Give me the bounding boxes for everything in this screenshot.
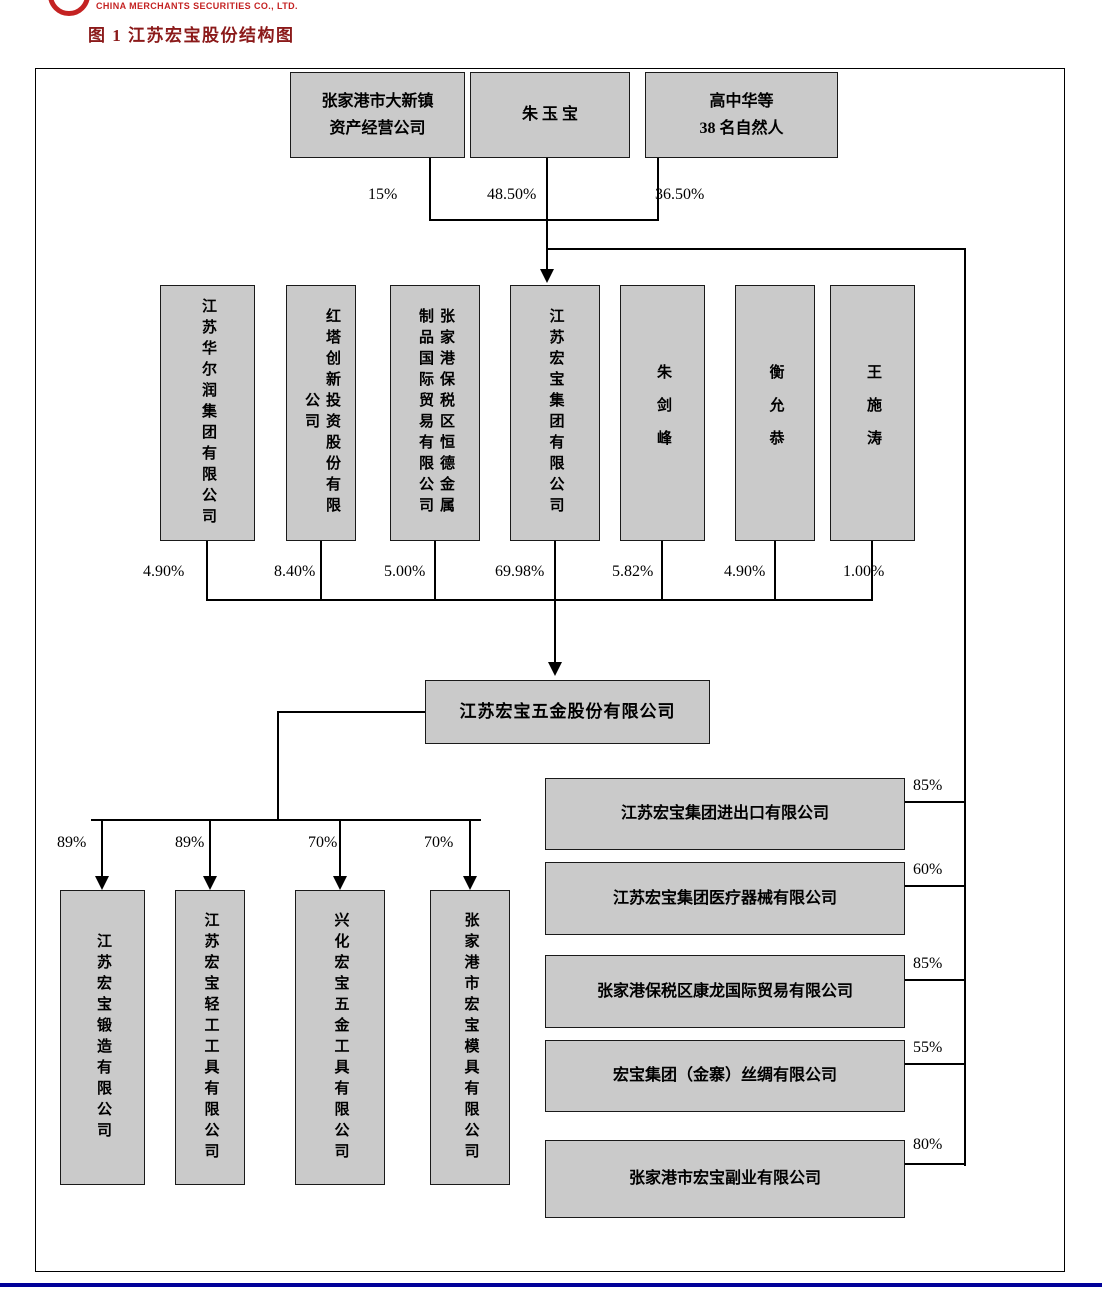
group-subsidiary-label-4: 宏宝集团（金寨）丝绸有限公司 <box>612 1067 837 1085</box>
stake-label-sub-1: 89% <box>57 834 87 851</box>
stake-label-mid-3: 5.00% <box>384 563 426 580</box>
mid-shareholder-box-2: 红塔创新投资股份有限 公司 <box>286 285 356 541</box>
stake-label-mid-2: 8.40% <box>274 563 316 580</box>
group-subsidiary-box-3: 张家港保税区康龙国际贸易有限公司 <box>545 955 905 1028</box>
group-subsidiary-label-3: 张家港保税区康龙国际贸易有限公司 <box>596 982 853 1000</box>
connector-line <box>546 248 966 250</box>
stake-label-group-2: 60% <box>913 861 943 878</box>
connector-line <box>964 248 966 1166</box>
stake-label-sub-4: 70% <box>424 834 454 851</box>
mid-shareholder-box-7: 王施涛 <box>830 285 915 541</box>
subsidiary-label-4: 张家港市宏宝模具有限公司 <box>462 911 479 1164</box>
mid-shareholder-box-5: 朱剑峰 <box>620 285 705 541</box>
stake-label-mid-1: 4.90% <box>143 563 185 580</box>
top-shareholder-box-2: 朱 玉 宝 <box>470 72 630 158</box>
connector-line <box>905 1163 965 1165</box>
subsidiary-box-1: 江苏宏宝锻造有限公司 <box>60 890 145 1185</box>
connector-line <box>101 819 103 877</box>
stake-label-mid-4: 69.98% <box>495 563 545 580</box>
arrow-down-icon <box>463 876 477 890</box>
mid-shareholder-label-1: 江苏华尔润集团有限公司 <box>200 297 216 529</box>
mid-shareholder-label-7: 王施涛 <box>865 363 881 463</box>
figure-title: 图 1 江苏宏宝股份结构图 <box>88 26 295 45</box>
group-subsidiary-label-5: 张家港市宏宝副业有限公司 <box>628 1170 821 1188</box>
connector-line <box>277 711 279 821</box>
arrow-down-icon <box>540 269 554 283</box>
top-shareholder-box-3: 高中华等 38 名自然人 <box>645 72 838 158</box>
mid-shareholder-label-2: 红塔创新投资股份有限 公司 <box>303 308 340 518</box>
main-company-box: 江苏宏宝五金股份有限公司 <box>425 680 710 744</box>
connector-line <box>209 819 211 877</box>
connector-line <box>905 1063 965 1065</box>
group-subsidiary-box-5: 张家港市宏宝副业有限公司 <box>545 1140 905 1218</box>
mid-shareholder-box-1: 江苏华尔润集团有限公司 <box>160 285 255 541</box>
stake-label-group-4: 55% <box>913 1039 943 1056</box>
connector-line <box>320 541 322 601</box>
group-subsidiary-box-2: 江苏宏宝集团医疗器械有限公司 <box>545 862 905 935</box>
connector-line <box>206 541 208 601</box>
stake-label-sub-3: 70% <box>308 834 338 851</box>
top-shareholder-box-1: 张家港市大新镇 资产经营公司 <box>290 72 465 158</box>
connector-line <box>657 158 659 220</box>
subsidiary-box-4: 张家港市宏宝模具有限公司 <box>430 890 510 1185</box>
mid-shareholder-box-4: 江苏宏宝集团有限公司 <box>510 285 600 541</box>
top-shareholder-label-2: 朱 玉 宝 <box>521 106 578 124</box>
connector-line <box>871 541 873 601</box>
connector-line <box>774 541 776 601</box>
footer-rule <box>0 1283 1102 1287</box>
connector-line <box>905 801 965 803</box>
mid-shareholder-label-3: 张家港保税区恒德金属 制品国际贸易有限公司 <box>417 308 454 518</box>
connector-line <box>905 979 965 981</box>
subsidiary-label-1: 江苏宏宝锻造有限公司 <box>95 932 111 1143</box>
connector-line <box>554 599 556 663</box>
top-shareholder-label-1: 张家港市大新镇 资产经营公司 <box>321 92 434 137</box>
group-subsidiary-box-1: 江苏宏宝集团进出口有限公司 <box>545 778 905 850</box>
arrow-down-icon <box>548 662 562 676</box>
connector-line <box>206 599 873 601</box>
mid-shareholder-box-6: 衡允恭 <box>735 285 815 541</box>
stake-label-mid-5: 5.82% <box>612 563 654 580</box>
stake-label-group-5: 80% <box>913 1136 943 1153</box>
connector-line <box>554 541 556 601</box>
mid-shareholder-label-4: 江苏宏宝集团有限公司 <box>547 308 564 518</box>
arrow-down-icon <box>95 876 109 890</box>
subsidiary-box-2: 江苏宏宝轻工工具有限公司 <box>175 890 245 1185</box>
subsidiary-box-3: 兴化宏宝五金工具有限公司 <box>295 890 385 1185</box>
arrow-down-icon <box>333 876 347 890</box>
brand-logo-icon <box>48 0 90 16</box>
connector-line <box>429 219 659 221</box>
group-subsidiary-label-1: 江苏宏宝集团进出口有限公司 <box>620 805 829 823</box>
connector-line <box>661 541 663 601</box>
mid-shareholder-label-5: 朱剑峰 <box>655 363 671 463</box>
stake-label-top-1: 15% <box>368 186 398 203</box>
group-subsidiary-box-4: 宏宝集团（金寨）丝绸有限公司 <box>545 1040 905 1112</box>
connector-line <box>434 541 436 601</box>
group-subsidiary-label-2: 江苏宏宝集团医疗器械有限公司 <box>612 889 837 907</box>
diagram-frame <box>35 68 1065 1272</box>
connector-line <box>339 819 341 877</box>
stake-label-group-3: 85% <box>913 955 943 972</box>
connector-line <box>91 819 481 821</box>
brand-caption: CHINA MERCHANTS SECURITIES CO., LTD. <box>96 1 298 11</box>
mid-shareholder-box-3: 张家港保税区恒德金属 制品国际贸易有限公司 <box>390 285 480 541</box>
mid-shareholder-label-6: 衡允恭 <box>767 363 784 463</box>
stake-label-mid-6: 4.90% <box>724 563 766 580</box>
subsidiary-label-3: 兴化宏宝五金工具有限公司 <box>332 911 349 1164</box>
stake-label-top-2: 48.50% <box>487 186 537 203</box>
arrow-down-icon <box>203 876 217 890</box>
main-company-label: 江苏宏宝五金股份有限公司 <box>459 701 676 721</box>
connector-line <box>469 819 471 877</box>
stake-label-top-3: 36.50% <box>655 186 705 203</box>
stake-label-mid-7: 1.00% <box>843 563 885 580</box>
stake-label-sub-2: 89% <box>175 834 205 851</box>
subsidiary-label-2: 江苏宏宝轻工工具有限公司 <box>202 911 219 1164</box>
connector-line <box>546 158 548 270</box>
connector-line <box>278 711 425 713</box>
connector-line <box>429 158 431 220</box>
top-shareholder-label-3: 高中华等 38 名自然人 <box>699 92 784 137</box>
stake-label-group-1: 85% <box>913 777 943 794</box>
connector-line <box>905 885 965 887</box>
